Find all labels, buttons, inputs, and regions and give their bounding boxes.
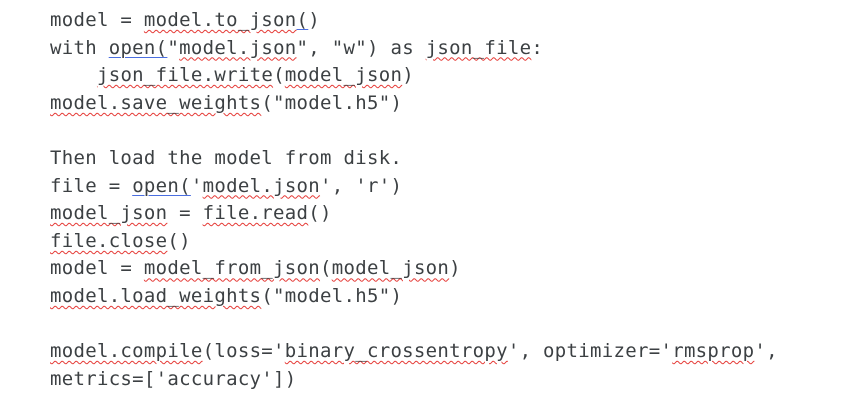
code-token: : (531, 36, 544, 59)
code-token: ", "w") as (296, 36, 426, 59)
code-token: Then load the model from disk. (50, 147, 403, 169)
code-token: ', (754, 340, 778, 363)
code-line: file = open('model.json', 'r') (50, 172, 402, 200)
spellcheck-flagged-word[interactable]: model_json (331, 257, 450, 280)
spellcheck-flagged-word[interactable]: rmsprop (672, 340, 755, 363)
code-token: ) (449, 257, 461, 280)
code-line: model.compile(loss='binary_crossentropy'… (50, 337, 778, 365)
code-token: model = (50, 9, 144, 31)
code-line: model.load_weights("model.h5") (50, 282, 402, 310)
code-line: model.save_weights("model.h5") (50, 89, 402, 117)
spellcheck-flagged-word[interactable]: file.close (50, 229, 168, 252)
code-token: model = (50, 257, 144, 280)
code-token: ( (273, 64, 285, 87)
code-token: ', optimizer=' (507, 340, 673, 363)
code-token: ', 'r') (320, 174, 403, 197)
code-token: () (167, 229, 191, 252)
code-token: ) (308, 9, 321, 31)
code-line: model = model_from_json(model_json) (50, 254, 461, 282)
spellcheck-flagged-word[interactable]: json_file (425, 36, 532, 59)
code-line: model = model.to_json() (50, 6, 320, 34)
code-line: with open("model.json", "w") as json_fil… (50, 34, 543, 62)
linked-text[interactable]: open( (132, 174, 191, 197)
code-token: ( (320, 257, 332, 280)
spellcheck-flagged-word[interactable]: model.to_json (143, 9, 297, 31)
code-token (50, 64, 97, 86)
code-line: Then load the model from disk. (50, 144, 402, 172)
code-token: ' (190, 174, 203, 197)
spellcheck-flagged-word[interactable]: model_json (50, 202, 168, 225)
code-token: metrics=['accuracy']) (50, 367, 297, 390)
code-token: = (167, 202, 203, 225)
code-token: ("model.h5") (261, 285, 403, 307)
code-token: ) (402, 64, 414, 87)
code-token: ("model.h5") (261, 91, 403, 114)
code-line: json_file.write(model_json) (50, 61, 414, 89)
spellcheck-flagged-word[interactable]: binary_crossentropy (284, 340, 508, 363)
code-token: with (50, 36, 109, 59)
code-line: metrics=['accuracy']) (50, 365, 297, 393)
spellcheck-flagged-word[interactable]: file.read (202, 202, 309, 225)
code-token: " (167, 36, 180, 59)
spellcheck-flagged-word[interactable]: model_from_json (143, 257, 321, 280)
spellcheck-flagged-word[interactable]: model.save_weights (50, 91, 262, 114)
spellcheck-flagged-word[interactable]: model.json (202, 174, 321, 197)
spellcheck-flagged-word[interactable]: model_json (284, 64, 403, 87)
code-token: () (308, 202, 332, 225)
spellcheck-flagged-word[interactable]: json_file.write (96, 64, 274, 87)
spellcheck-flagged-word[interactable]: model.load_weights (50, 285, 262, 307)
code-token: (loss=' (202, 340, 285, 363)
spellcheck-flagged-word[interactable]: model.compile (50, 340, 203, 363)
code-token: file = (50, 174, 133, 197)
linked-text[interactable]: open( (108, 36, 168, 59)
linked-text[interactable]: ( (296, 9, 309, 31)
code-line: file.close() (50, 227, 191, 255)
spellcheck-flagged-word[interactable]: model.json (179, 36, 297, 59)
code-line: model_json = file.read() (50, 199, 332, 227)
